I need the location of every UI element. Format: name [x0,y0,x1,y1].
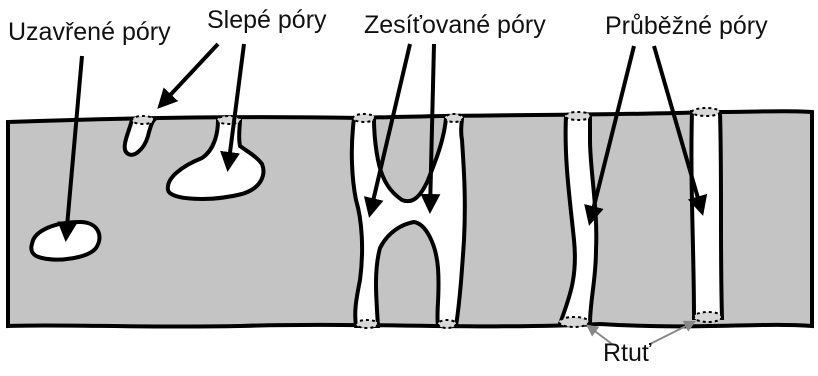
label-through-pores: Průběžné póry [605,12,768,41]
label-closed-pores: Uzavřené póry [8,18,171,47]
through-pore-right [691,112,722,318]
label-blind-pores: Slepé póry [207,6,327,35]
label-crosslinked-pores: Zesíťované póry [364,11,546,40]
arrow-blind-pore-1 [160,44,218,106]
label-mercury: Rtuť [603,339,651,368]
